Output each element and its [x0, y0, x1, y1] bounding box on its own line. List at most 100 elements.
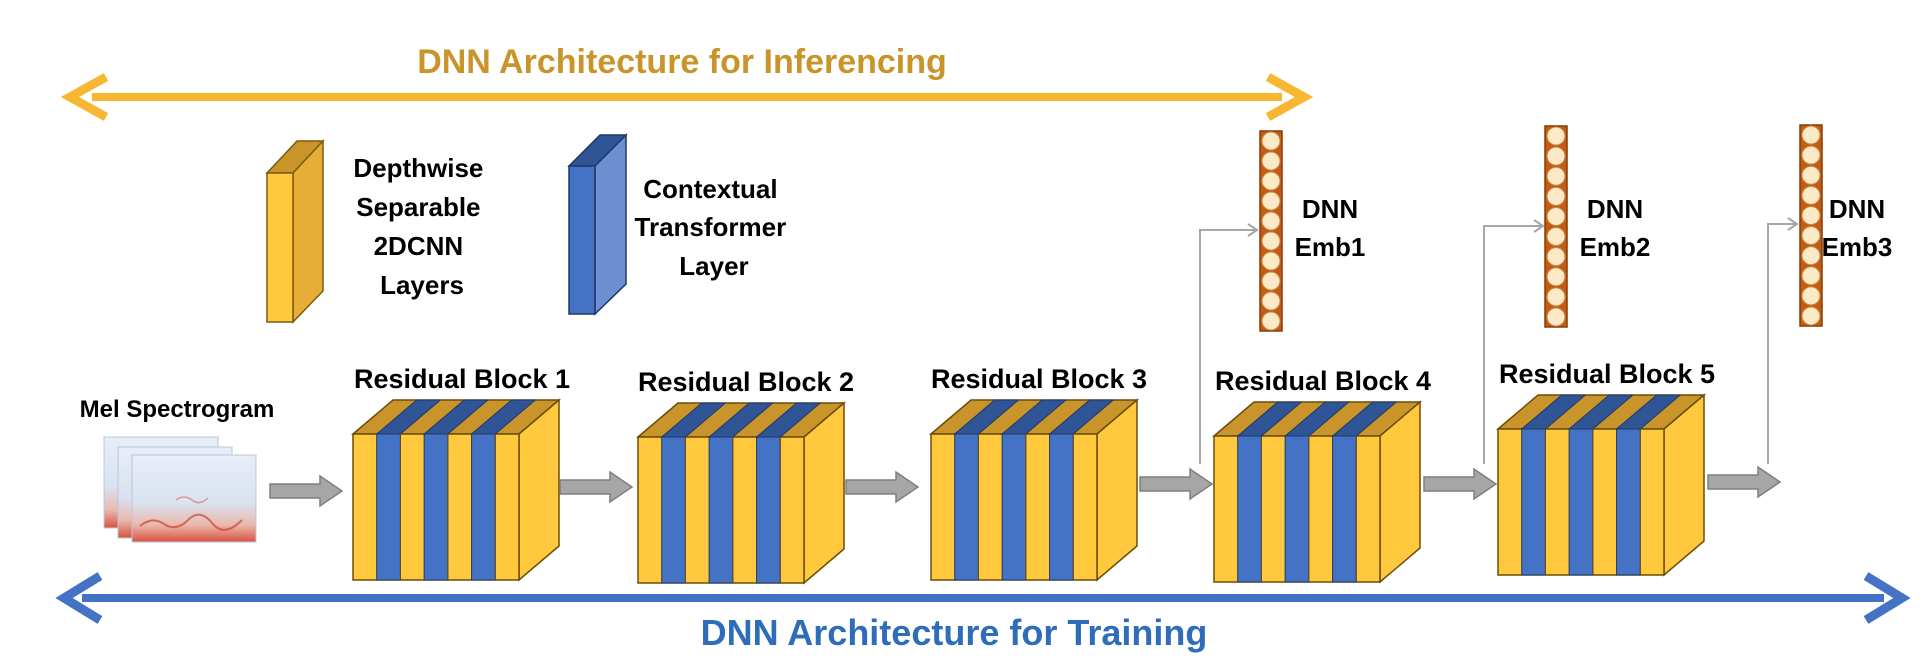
- transformer-layer-top: [1567, 394, 1635, 430]
- legend-transformer-label-line: Contextual: [643, 174, 777, 204]
- legend-transformer-label-line: Layer: [679, 251, 748, 281]
- mel-spectrogram-image: [103, 436, 257, 543]
- transformer-layer-top: [470, 399, 537, 435]
- residual-block: Residual Block 5: [1495, 359, 1715, 577]
- embedding-branch-line: [1483, 225, 1543, 464]
- transformer-layer-top: [1236, 401, 1303, 437]
- embedding-unit: [1546, 126, 1566, 146]
- mel-spectrogram-label: Mel Spectrogram: [80, 396, 275, 423]
- embedding-unit: [1801, 205, 1821, 225]
- transformer-layer: [708, 436, 734, 584]
- transformer-layer-top: [707, 402, 775, 438]
- residual-blocks: Residual Block 1 Residual Block 2 Residual…: [350, 359, 1715, 585]
- embedding-unit: [1546, 267, 1566, 287]
- inferencing-title: DNN Architecture for Inferencing: [417, 43, 947, 81]
- legend-cnn-label: Depthwise Separable 2DCNN Layers: [353, 153, 490, 300]
- training-title: DNN Architecture for Training: [701, 612, 1208, 653]
- embedding-unit: [1801, 266, 1821, 286]
- transformer-layer: [1237, 435, 1262, 583]
- embedding-unit: [1546, 166, 1566, 186]
- embedding-unit: [1546, 287, 1566, 307]
- transformer-layer: [1332, 435, 1357, 583]
- transformer-layer-top: [422, 399, 490, 435]
- transformer-layer-top: [1615, 394, 1682, 430]
- transformer-layer-top: [953, 399, 1020, 435]
- flow-arrow: [845, 470, 920, 504]
- embedding-label-line: Emb3: [1822, 232, 1893, 262]
- residual-block: Residual Block 1: [350, 364, 570, 582]
- transformer-layer: [1616, 428, 1641, 576]
- embedding-unit: [1546, 186, 1566, 206]
- residual-block: Residual Block 2: [635, 367, 854, 585]
- legend-cnn-label-line: 2DCNN: [374, 231, 464, 261]
- transformer-layer: [756, 436, 781, 584]
- training-span-arrow: [55, 572, 1911, 624]
- transformer-layer: [1001, 433, 1027, 581]
- embedding-unit: [1801, 246, 1821, 266]
- embedding-unit: [1261, 171, 1281, 191]
- residual-block: Residual Block 3: [928, 364, 1147, 582]
- embedding-branch-line: [1199, 229, 1257, 464]
- embedding-unit: [1261, 151, 1281, 171]
- embedding-branch-line: [1767, 223, 1797, 464]
- flow-arrow: [1423, 467, 1498, 501]
- embedding-unit: [1261, 191, 1281, 211]
- residual-block-label: Residual Block 1: [354, 364, 570, 394]
- transformer-layer: [1568, 428, 1594, 576]
- embedding-label-line: Emb2: [1580, 232, 1651, 262]
- embedding-label-line: DNN: [1587, 194, 1643, 224]
- transformer-layer: [376, 433, 401, 581]
- embedding-unit: [1261, 311, 1281, 331]
- residual-block: Residual Block 4: [1211, 366, 1431, 584]
- embedding-vector: DNN Emb2: [1544, 125, 1651, 328]
- legend-cnn-label-line: Layers: [380, 270, 464, 300]
- inferencing-span-arrow: [60, 73, 1314, 121]
- embedding-unit: [1801, 185, 1821, 205]
- transformer-layer-top: [1048, 399, 1115, 435]
- embedding-unit: [1801, 286, 1821, 306]
- flow-arrows: [269, 217, 1799, 508]
- embedding-unit: [1261, 231, 1281, 251]
- embedding-unit: [1261, 271, 1281, 291]
- flow-arrow: [559, 470, 634, 504]
- embedding-unit: [1261, 131, 1281, 151]
- residual-block-label: Residual Block 5: [1499, 359, 1715, 389]
- legend-transformer-label-line: Transformer: [635, 212, 787, 242]
- embedding-unit: [1801, 165, 1821, 185]
- flow-arrow: [1139, 467, 1214, 501]
- transformer-layer: [1049, 433, 1074, 581]
- transformer-layer: [661, 436, 686, 584]
- embedding-unit: [1546, 247, 1566, 267]
- residual-block-label: Residual Block 2: [638, 367, 854, 397]
- transformer-layer-top: [660, 402, 727, 438]
- transformer-layer-top: [375, 399, 442, 435]
- embedding-unit: [1546, 307, 1566, 327]
- legend-transformer-label: Contextual Transformer Layer: [635, 174, 794, 281]
- legend-cnn-label-line: Separable: [356, 192, 480, 222]
- embedding-unit: [1546, 206, 1566, 226]
- embedding-branch-arrowhead: [1533, 219, 1545, 233]
- embedding-unit: [1546, 146, 1566, 166]
- legend-cnn-label-line: Depthwise: [353, 153, 483, 183]
- transformer-layer: [1284, 435, 1310, 583]
- transformer-layer-top: [1000, 399, 1068, 435]
- embedding-unit: [1801, 306, 1821, 326]
- embedding-unit: [1261, 291, 1281, 311]
- transformer-layer: [471, 433, 496, 581]
- embedding-unit: [1801, 125, 1821, 145]
- transformer-layer-top: [1331, 401, 1398, 437]
- embedding-branch-arrowhead: [1247, 223, 1259, 237]
- embedding-label-line: DNN: [1302, 194, 1358, 224]
- transformer-layer-top: [1283, 401, 1351, 437]
- transformer-layer-top: [755, 402, 822, 438]
- embedding-unit: [1261, 251, 1281, 271]
- transformer-layer: [1521, 428, 1546, 576]
- embedding-unit: [1546, 227, 1566, 247]
- transformer-layer: [423, 433, 449, 581]
- embedding-unit: [1801, 145, 1821, 165]
- transformer-layer: [954, 433, 979, 581]
